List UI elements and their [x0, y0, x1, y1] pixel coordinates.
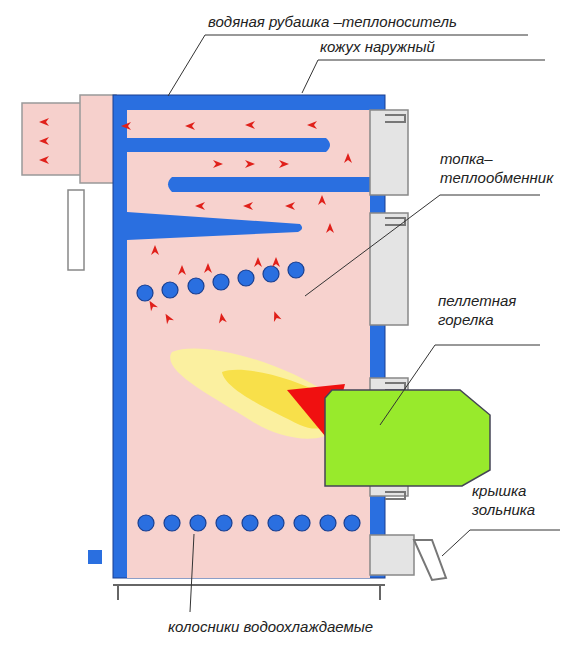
water-tubes: [137, 262, 304, 301]
baffle: [127, 138, 330, 152]
part-label: топка– теплообменник: [440, 150, 560, 188]
part-label: кожух наружный: [320, 38, 540, 57]
part-label: водяная рубашка –теплоноситель: [208, 13, 528, 32]
grate-tubes: [138, 515, 360, 531]
pellet-burner: [325, 390, 490, 486]
furnace-chamber: [127, 110, 370, 578]
part-label: колосники водоохлаждаемые: [168, 618, 468, 637]
flow-arrows: [39, 118, 352, 324]
door-handle: [385, 115, 446, 580]
baffle: [127, 212, 302, 240]
outer-casing: [113, 95, 385, 578]
flue-collar: [80, 95, 116, 183]
water-port: [88, 550, 102, 564]
part-label: пеллетная горелка: [438, 292, 538, 330]
leader-line: [168, 35, 560, 612]
flue-pipe: [22, 103, 84, 175]
part-label: крышка зольника: [472, 482, 562, 520]
baffle: [168, 177, 370, 192]
flue-flange: [68, 190, 84, 270]
boiler-stand: [113, 585, 385, 600]
door: [370, 110, 414, 575]
